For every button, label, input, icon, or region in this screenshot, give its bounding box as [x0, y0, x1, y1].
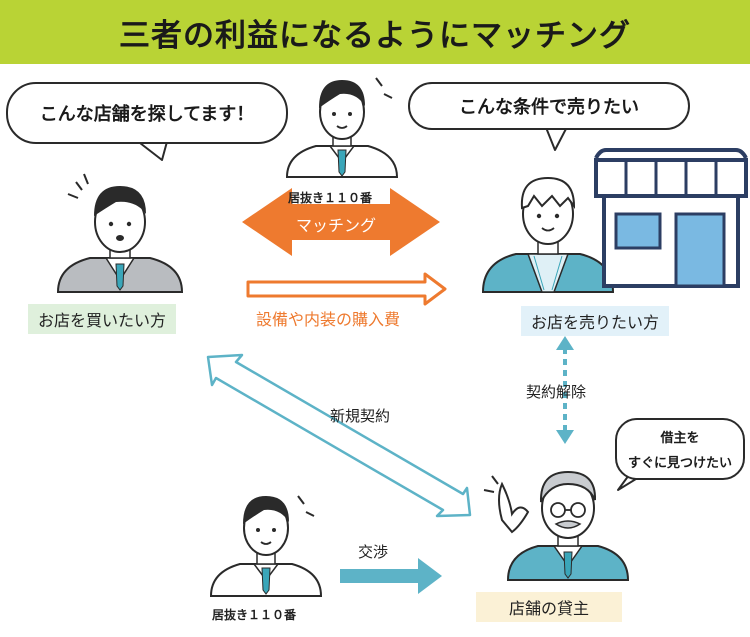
seller-label: お店を売りたい方: [521, 306, 670, 336]
cancel-label: 契約解除: [526, 383, 587, 401]
equipment-label: 設備や内装の購入費: [256, 310, 401, 329]
landlord-speech-line2: すぐに見つけたい: [627, 456, 732, 471]
buyer-person-icon: [56, 173, 184, 293]
negotiation-arrow: [340, 558, 442, 594]
buyer-label: お店を買いたい方: [28, 304, 177, 334]
landlord-person-icon: [483, 470, 630, 581]
equipment-arrow: [246, 272, 447, 306]
matching-double-arrow: [242, 188, 440, 256]
agent-top-person-icon: [285, 77, 399, 178]
agent-bottom-person-icon: [209, 495, 323, 597]
seller-speech-bubble: こんな条件で売りたい: [408, 82, 690, 130]
landlord-label: 店舗の貸主: [476, 592, 622, 622]
page-title: 三者の利益になるようにマッチング: [0, 0, 750, 64]
negotiation-label: 交渉: [358, 543, 389, 561]
landlord-speech-bubble: 借主を すぐに見つけたい: [615, 418, 745, 480]
matching-label: マッチング: [296, 216, 377, 235]
buyer-speech-bubble: こんな店舗を探してます！: [6, 82, 288, 144]
new-contract-double-arrow: [206, 353, 472, 518]
agent-bottom-label: 居抜き１１０番: [212, 608, 297, 622]
seller-speech-text: こんな条件で売りたい: [459, 97, 639, 118]
cancel-dotted-arrow: [556, 336, 574, 444]
seller-person-icon: [481, 176, 615, 293]
new-contract-label: 新規契約: [330, 407, 391, 425]
shop-building-icon: [594, 148, 748, 288]
agent-top-label: 居抜き１１０番: [288, 191, 373, 205]
buyer-speech-text: こんな店舗を探してます！: [39, 104, 255, 125]
landlord-speech-line1: 借主を: [660, 431, 700, 446]
